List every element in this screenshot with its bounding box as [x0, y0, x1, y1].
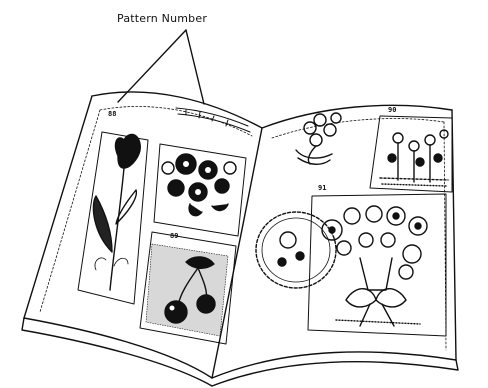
- book-outline: [22, 92, 458, 386]
- tulip-panel: [78, 132, 148, 304]
- garden-panel: [370, 116, 452, 192]
- page-mark-right-mid: 91: [318, 184, 326, 192]
- pattern-number-strip: [176, 108, 250, 132]
- pattern-number-label: Pattern Number: [117, 12, 207, 25]
- flower-panel: [154, 144, 246, 236]
- callout-leader-lines: [118, 30, 204, 104]
- bouquet-panel: [308, 194, 446, 336]
- page-mark-right-top: 90: [388, 106, 396, 114]
- page-mark-left-lower: 89: [170, 232, 178, 240]
- small-flower-motif: [296, 113, 341, 164]
- page-mark-left-top: 88: [108, 110, 116, 118]
